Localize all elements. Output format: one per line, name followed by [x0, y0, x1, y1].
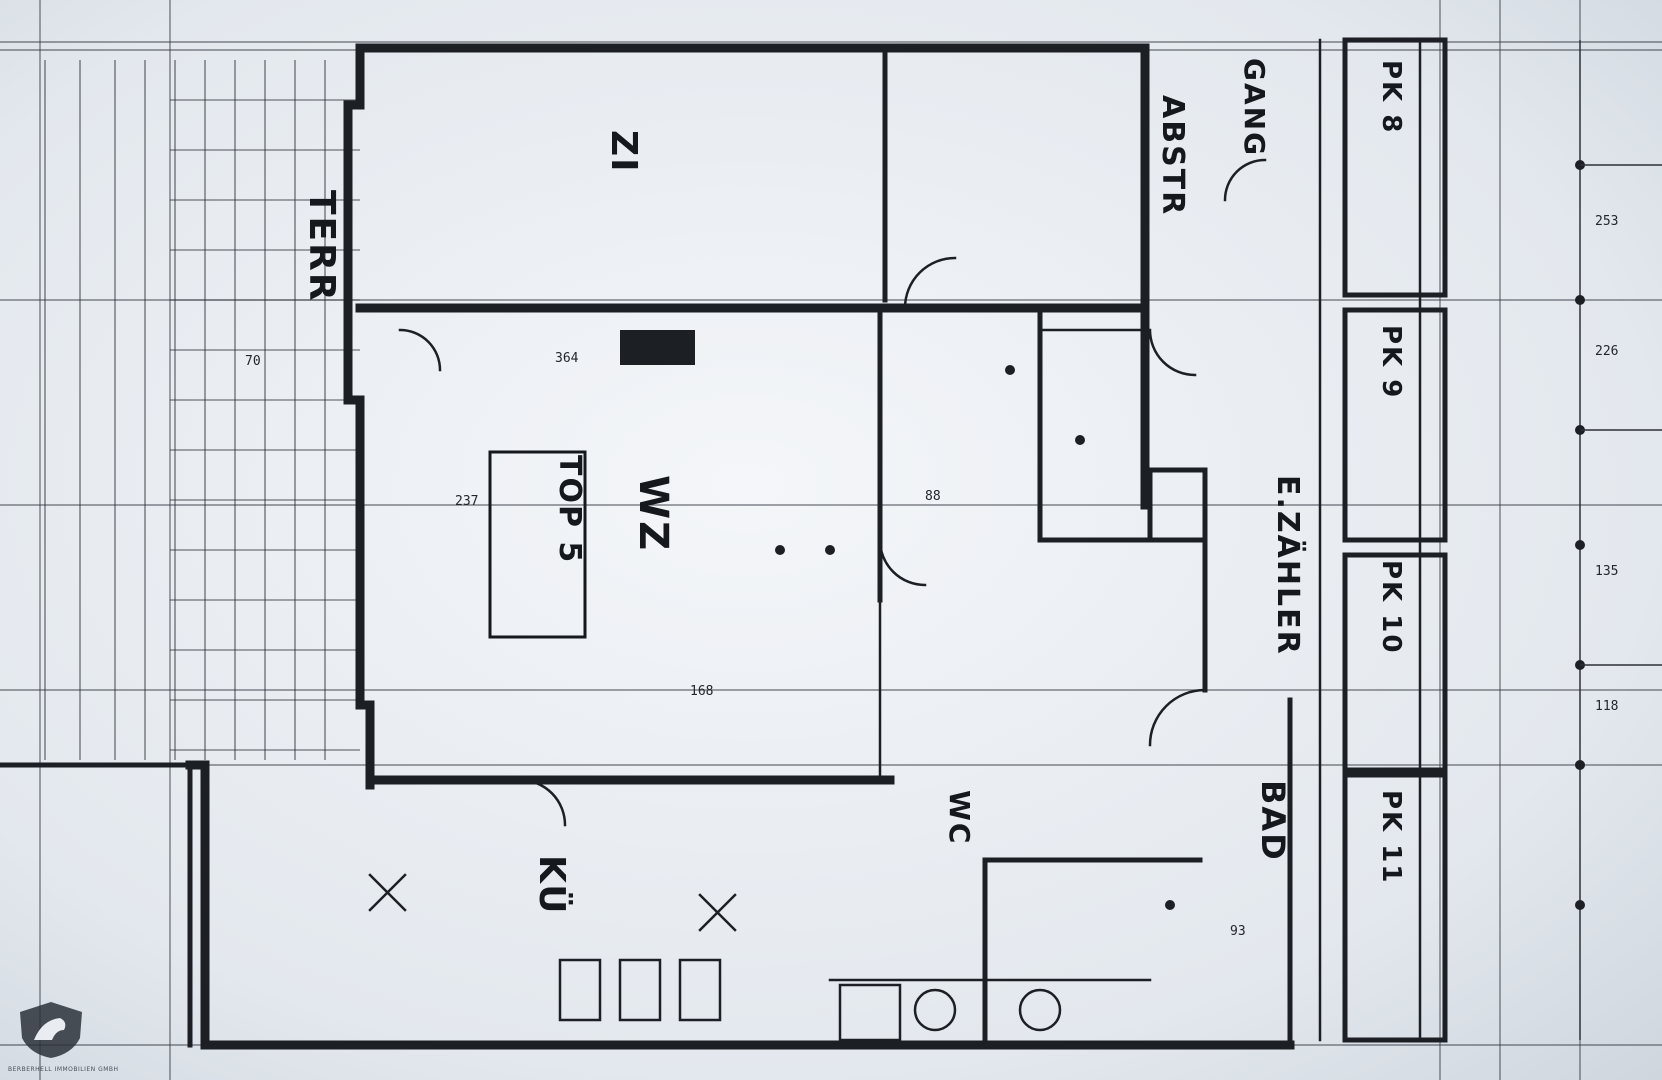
- room-label-wz: WZ: [630, 475, 676, 552]
- room-label-ezaehler: E.ZÄHLER: [1270, 475, 1306, 656]
- room-label-abstr: ABSTR: [1155, 95, 1190, 216]
- dimension-text: 226: [1595, 344, 1618, 359]
- outer-walls: [0, 43, 1295, 1050]
- room-label-wc: WC: [943, 790, 976, 845]
- storage-compartments: [1287, 37, 1448, 1048]
- room-label-terr: TERR: [301, 190, 342, 303]
- door-swings: [398, 158, 1267, 827]
- room-label-pk8: PK 8: [1376, 60, 1406, 134]
- brand-logo-icon: [20, 1002, 82, 1058]
- unit-label-box: [488, 450, 587, 639]
- interior-walls: [355, 47, 1208, 1048]
- terrace-hatch: [44, 60, 360, 760]
- room-label-gang: GANG: [1238, 58, 1271, 157]
- dimension-text: 135: [1595, 564, 1618, 579]
- dimension-text: 168: [690, 684, 713, 699]
- unit-label: TOP 5: [552, 455, 587, 564]
- dimension-text: 118: [1595, 699, 1618, 714]
- dimension-text: 93: [1230, 924, 1246, 939]
- dimension-markers: [775, 40, 1662, 1040]
- room-label-pk11: PK 11: [1376, 790, 1406, 884]
- fixtures: [368, 330, 1062, 1042]
- dimension-text: 253: [1595, 214, 1618, 229]
- room-label-bad: BAD: [1254, 780, 1292, 862]
- room-label-pk10: PK 10: [1376, 560, 1406, 654]
- room-label-pk9: PK 9: [1376, 325, 1406, 399]
- dimension-text: 237: [455, 494, 478, 509]
- brand-name: BERBERHELL IMMOBILIEN GMBH: [8, 1066, 119, 1073]
- dimension-text: 88: [925, 489, 941, 504]
- dimension-text: 70: [245, 354, 261, 369]
- room-label-kue: KÜ: [531, 855, 573, 916]
- dimension-text: 364: [555, 351, 579, 366]
- room-label-zi: ZI: [603, 130, 644, 174]
